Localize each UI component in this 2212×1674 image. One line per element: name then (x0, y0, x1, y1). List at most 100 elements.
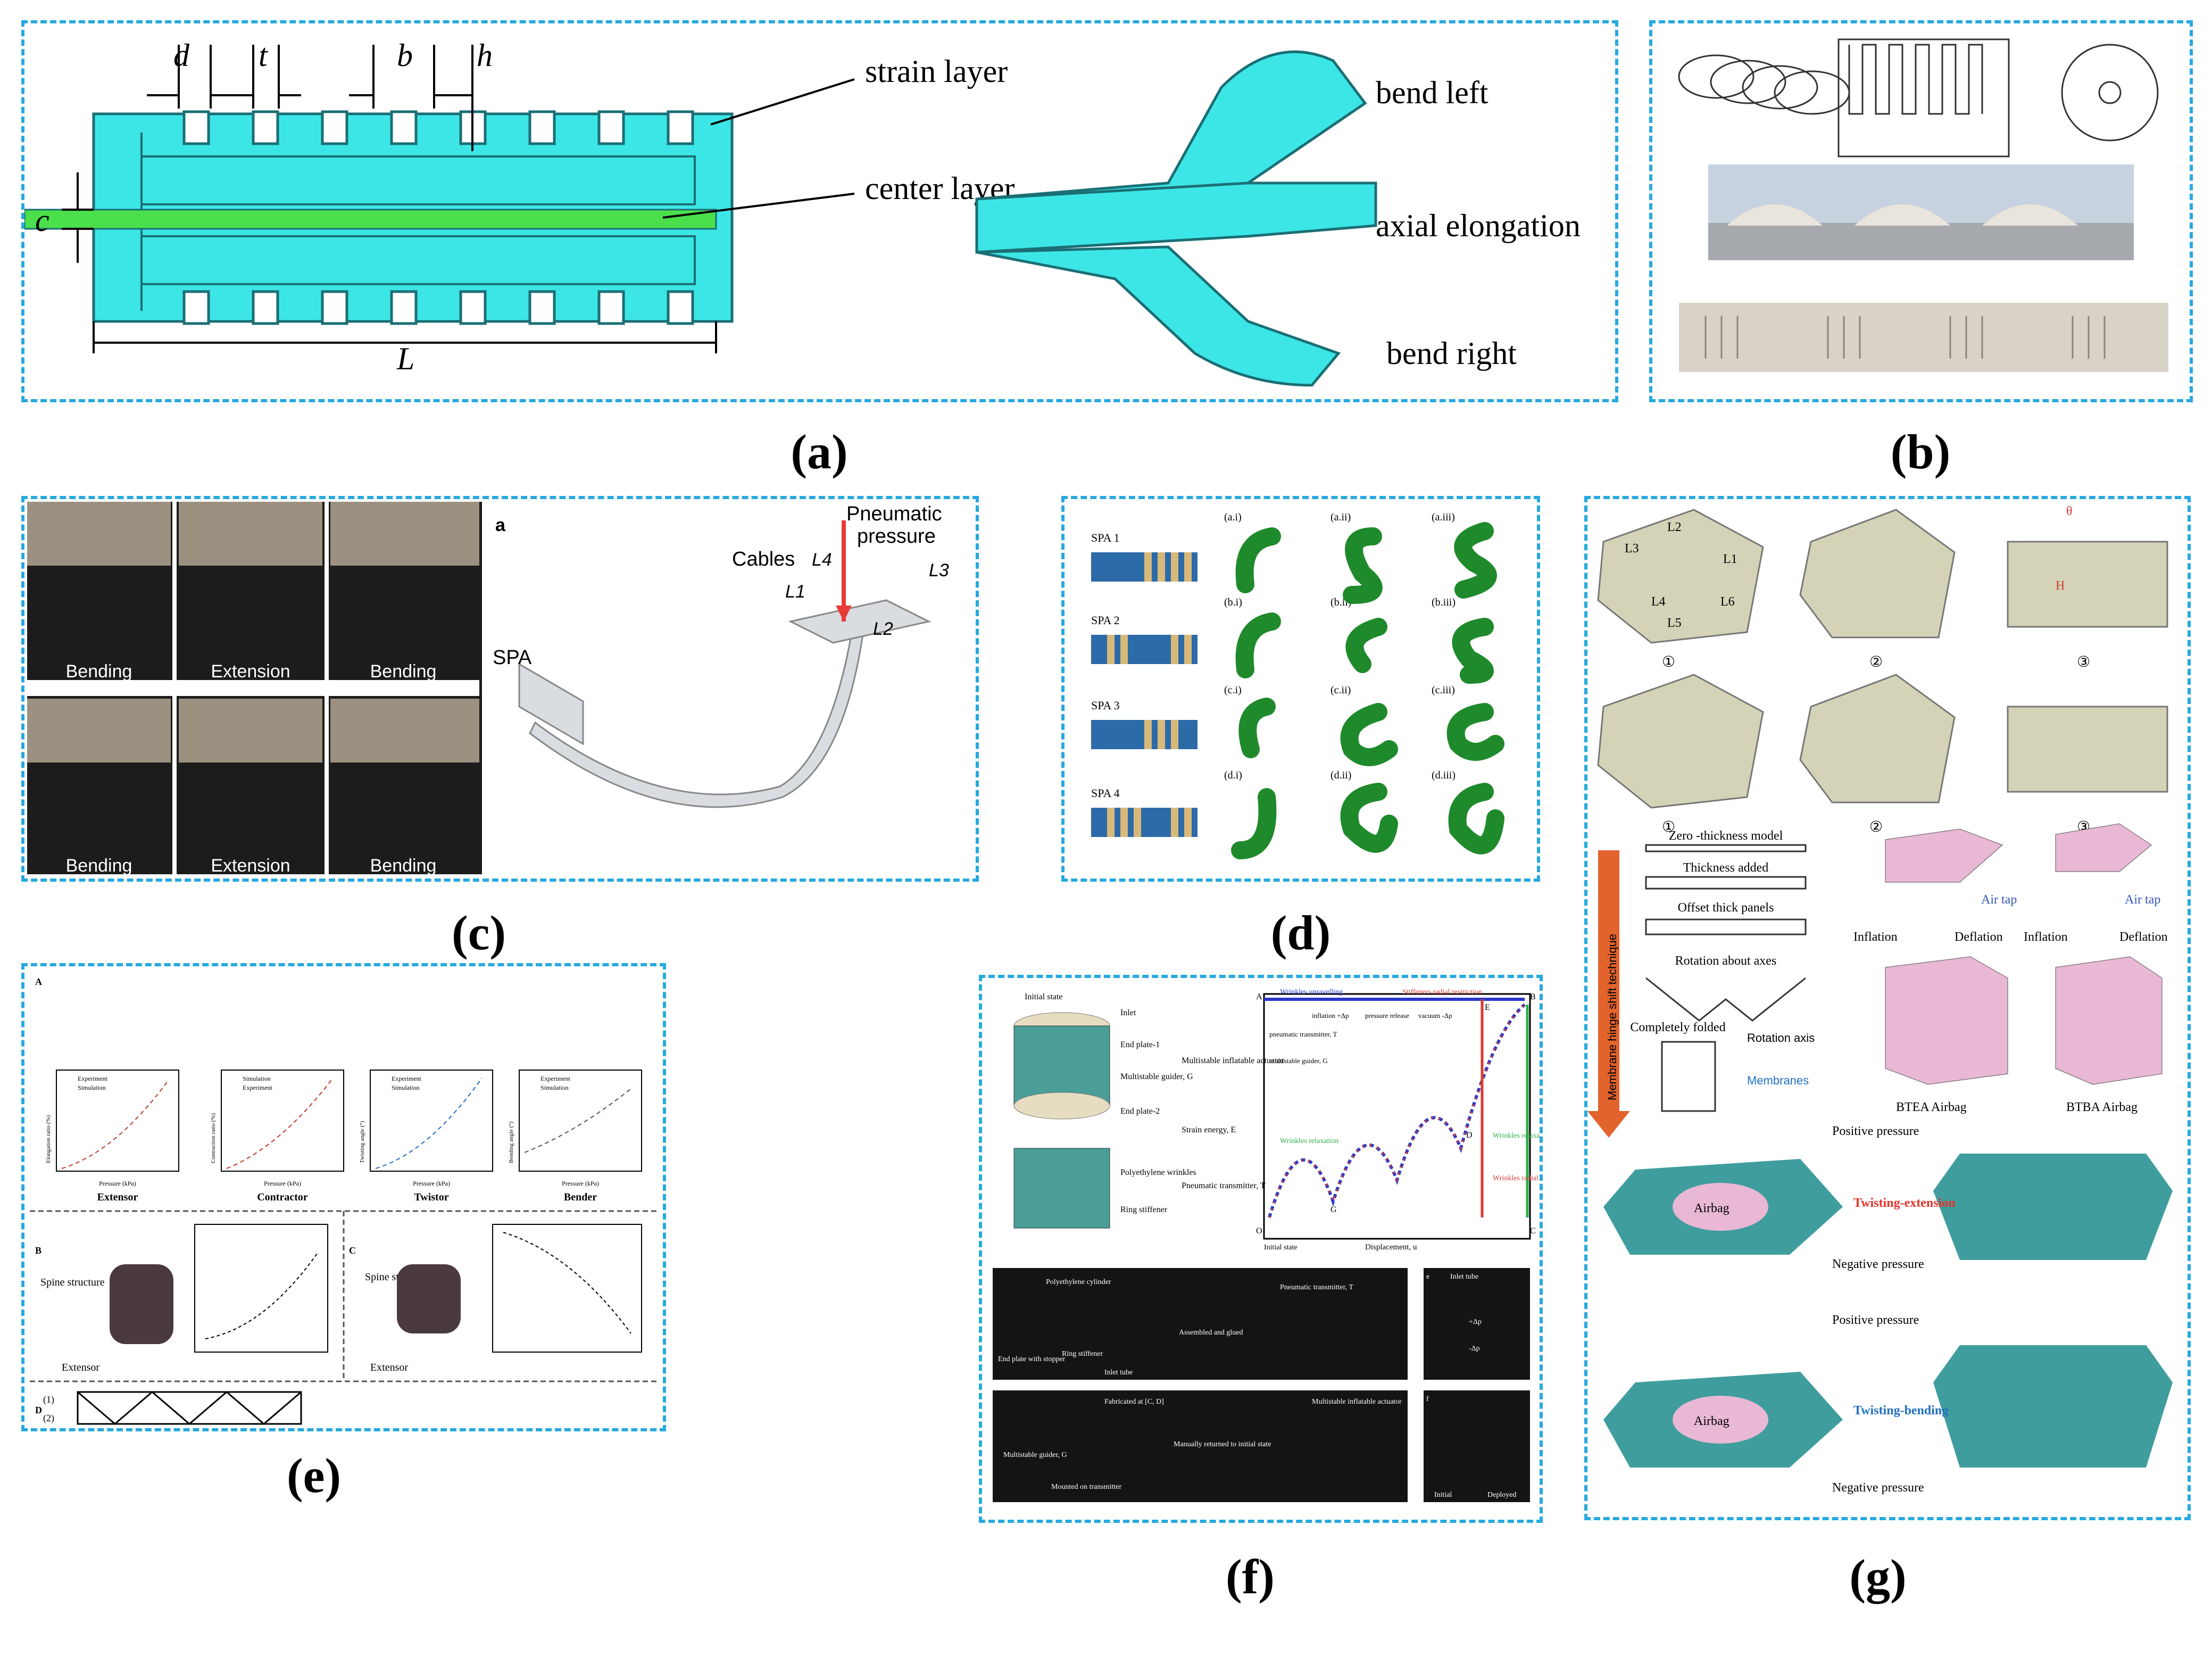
label-poly: Polyethylene wrinkles (1120, 1168, 1196, 1177)
mini-charts (56, 1070, 642, 1172)
ylabel-1: Elongation ratio (%) (45, 1115, 52, 1163)
L2-1: L2 (1667, 520, 1682, 534)
photo-deployed: Deployed (1487, 1491, 1516, 1499)
panel-f: Initial state Inlet End plate-1 Multista… (979, 975, 1543, 1523)
pt-C: C (1530, 1227, 1536, 1236)
xlabel-disp: Displacement, u (1365, 1243, 1417, 1252)
L6-1: L6 (1720, 595, 1735, 609)
label-spa: SPA (493, 647, 532, 669)
tag-d-i: (d.i) (1224, 769, 1242, 781)
mark-A: A (35, 976, 42, 987)
panel-d-figure: SPA 1 SPA 2 SPA 3 SPA 4 (a.i) (a.ii) (a.… (1091, 511, 1504, 859)
panel-a: d t b h c L strain layer center layer be… (21, 20, 1618, 402)
label-extensor-b: Extensor (62, 1362, 99, 1373)
tw-ext: Twisting-extension (1853, 1196, 1956, 1210)
step-2: Thickness added (1683, 861, 1769, 875)
tag-c-iii: (c.iii) (1432, 684, 1455, 696)
stage-2-b: ② (1869, 819, 1883, 835)
L5-1: L5 (1667, 616, 1682, 630)
panel-a-figure: d t b h c L strain layer center layer be… (24, 38, 1581, 387)
spa-blocks (1091, 552, 1198, 837)
btba: BTBA Airbag (2066, 1100, 2138, 1114)
label-transmitter: Pneumatic transmitter, T (1182, 1181, 1266, 1190)
actuator-render (1013, 1012, 1110, 1229)
collapse: Wrinkles radial collapse (1493, 1174, 1540, 1182)
pt-O: O (1256, 1227, 1262, 1236)
guider-photo: Multistable guider, G (1003, 1451, 1067, 1459)
panel-g: L3 L4 L1 L2 L6 L5 θ H ① ② ③ ① ② ③ Membra… (1584, 496, 2191, 1520)
label-l2: L2 (873, 619, 893, 639)
marker-a: a (495, 515, 506, 535)
label-pneumatic: Pneumatic (846, 503, 942, 525)
spa-row-3: SPA 3 (1091, 699, 1120, 712)
air-tap-2: Air tap (2125, 893, 2160, 907)
membranes: Membranes (1747, 1074, 1809, 1087)
y-actuator (975, 50, 1377, 387)
leg-pressure: pressure release (1365, 1012, 1409, 1020)
dp1: +Δp (1469, 1318, 1482, 1326)
caption-g: (g) (1849, 1549, 1907, 1604)
deflation-2: Deflation (2119, 930, 2168, 944)
inlet2: Inlet tube (1450, 1273, 1478, 1281)
fab-photos (993, 1268, 1530, 1502)
straight-actuator (24, 110, 734, 325)
mark-f: f (1426, 1395, 1429, 1403)
pt-D: D (1466, 1131, 1473, 1140)
rot-axis: Rotation axis (1747, 1031, 1815, 1045)
panel-e: A B C D D E F Extensor Contractor Twisto… (21, 963, 666, 1431)
tag-a-i: (a.i) (1224, 511, 1242, 523)
btea: BTEA Airbag (1896, 1100, 1967, 1114)
airbag-1: Airbag (1694, 1201, 1729, 1215)
L1-1: L1 (1723, 552, 1737, 566)
theta: θ (2066, 504, 2073, 518)
endplate: End plate with stopper (998, 1355, 1066, 1363)
stage-1-b: ① (1662, 819, 1675, 835)
green-shapes (1231, 522, 1504, 859)
legend-sim-2: Simulation (243, 1075, 271, 1082)
fab: Fabricated at [C, D] (1104, 1398, 1164, 1406)
step-5: Completely folded (1630, 1021, 1725, 1034)
label-bender: Bender (564, 1191, 597, 1203)
step-4: Rotation about axes (1675, 954, 1777, 968)
panel-g-figure: L3 L4 L1 L2 L6 L5 θ H ① ② ③ ① ② ③ Membra… (1587, 504, 2173, 1495)
tag-d-ii: (d.ii) (1330, 769, 1351, 781)
spa-render (518, 599, 932, 808)
tag-a-iii: (a.iii) (1432, 511, 1455, 523)
stiffeners: Stiffeners radial restriction (1402, 988, 1482, 996)
ylabel-3: Twisting angle (°) (359, 1121, 365, 1163)
panel-b (1649, 20, 2193, 402)
airbag-assemblies (1603, 1154, 2173, 1468)
panel-b-figure (1678, 38, 2168, 372)
caption-c: (c) (451, 906, 506, 960)
inlet-tube: Inlet tube (1104, 1369, 1133, 1377)
pt-A: A (1256, 992, 1262, 1001)
dim-L: L (396, 341, 414, 376)
airbag-2: Airbag (1694, 1414, 1729, 1428)
spine-photos (110, 1264, 461, 1344)
label-bend-right: bend right (1386, 336, 1517, 371)
cyl: Polyethylene cylinder (1046, 1278, 1111, 1286)
photo-label-2: Extension (211, 661, 290, 682)
tag-a-ii: (a.ii) (1330, 511, 1351, 523)
label-guider: Multistable guider, G (1120, 1072, 1193, 1081)
label-actuator: Multistable inflatable actuator (1182, 1056, 1284, 1065)
label-strain-layer: strain layer (865, 54, 1008, 89)
label-twistor: Twistor (414, 1191, 448, 1203)
leg-vacuum: vacuum -Δp (1418, 1012, 1452, 1020)
mia: Multistable inflatable actuator (1312, 1398, 1402, 1406)
tw-bend: Twisting-bending (1853, 1404, 1948, 1418)
pos-1: Positive pressure (1832, 1124, 1919, 1138)
spa-row-2: SPA 2 (1091, 614, 1120, 627)
air-tap-1: Air tap (1981, 893, 2017, 907)
leg-t: pneumatic transmitter, T (1269, 1030, 1337, 1038)
ylabel-4: Bending angle (°) (508, 1121, 514, 1163)
stage-1-a: ① (1662, 654, 1675, 670)
xlabel-3: Pressure (kPa) (413, 1180, 450, 1187)
dim-h: h (477, 38, 493, 73)
leg-g: multistable guider, G (1269, 1057, 1328, 1065)
dim-t: t (259, 38, 268, 73)
legend-sim-4: Simulation (540, 1084, 569, 1091)
photo-grid (27, 502, 482, 874)
tag-c-ii: (c.ii) (1330, 684, 1351, 696)
label-l4: L4 (812, 550, 832, 570)
